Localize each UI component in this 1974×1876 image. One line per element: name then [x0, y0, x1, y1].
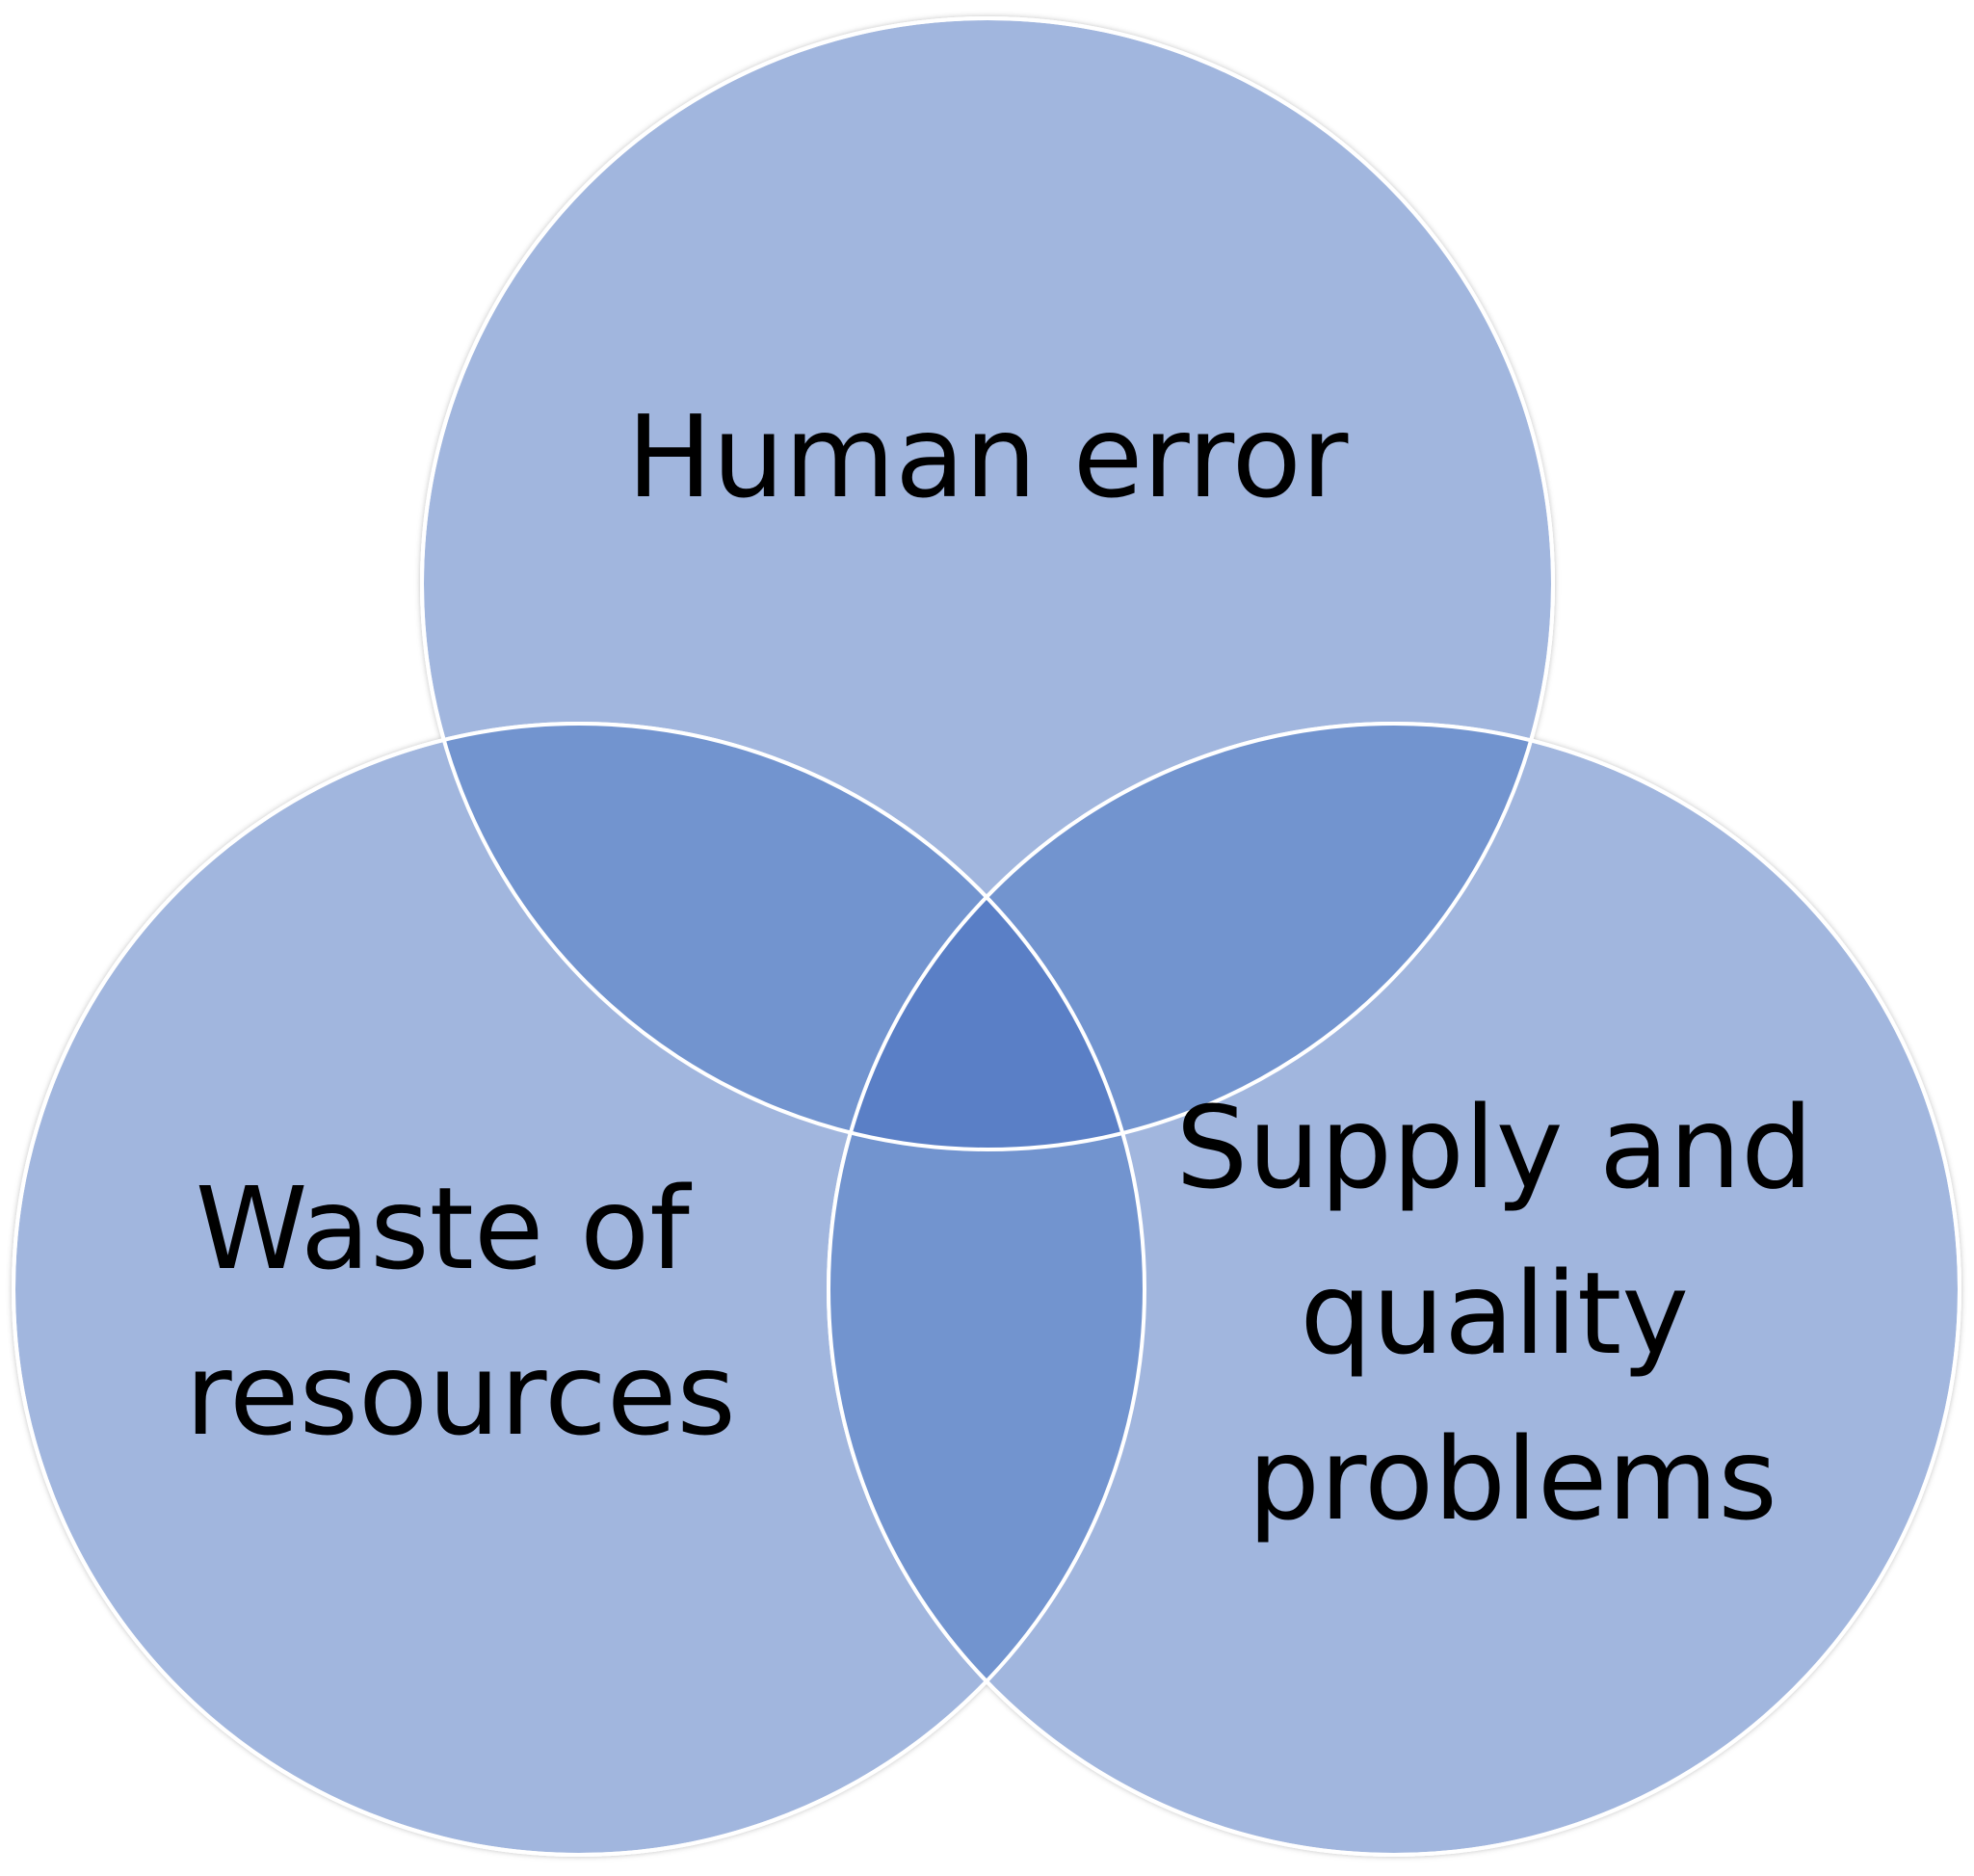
overlap-human-error-waste: [422, 724, 1145, 1149]
label-line: problems: [1248, 1413, 1777, 1546]
outline-left: [12, 722, 1146, 1857]
label-supply-and-quality-problems: Supply and quality problems: [1175, 1081, 1849, 1546]
outline-right: [827, 722, 1961, 1857]
label-line: quality: [1300, 1247, 1689, 1380]
label-line: Supply and: [1175, 1081, 1813, 1214]
label-line: resources: [185, 1328, 736, 1461]
overlap-human-error-supply: [829, 724, 1553, 1149]
label-waste-of-resources: Waste of resources: [185, 1162, 736, 1461]
label-line: Human error: [627, 390, 1349, 523]
label-human-error: Human error: [627, 390, 1349, 523]
outline-top: [420, 16, 1555, 1151]
venn-labels: Human error Waste of resources Supply an…: [185, 390, 1849, 1546]
label-line: Waste of: [196, 1162, 692, 1295]
venn-outlines: [12, 16, 1961, 1857]
